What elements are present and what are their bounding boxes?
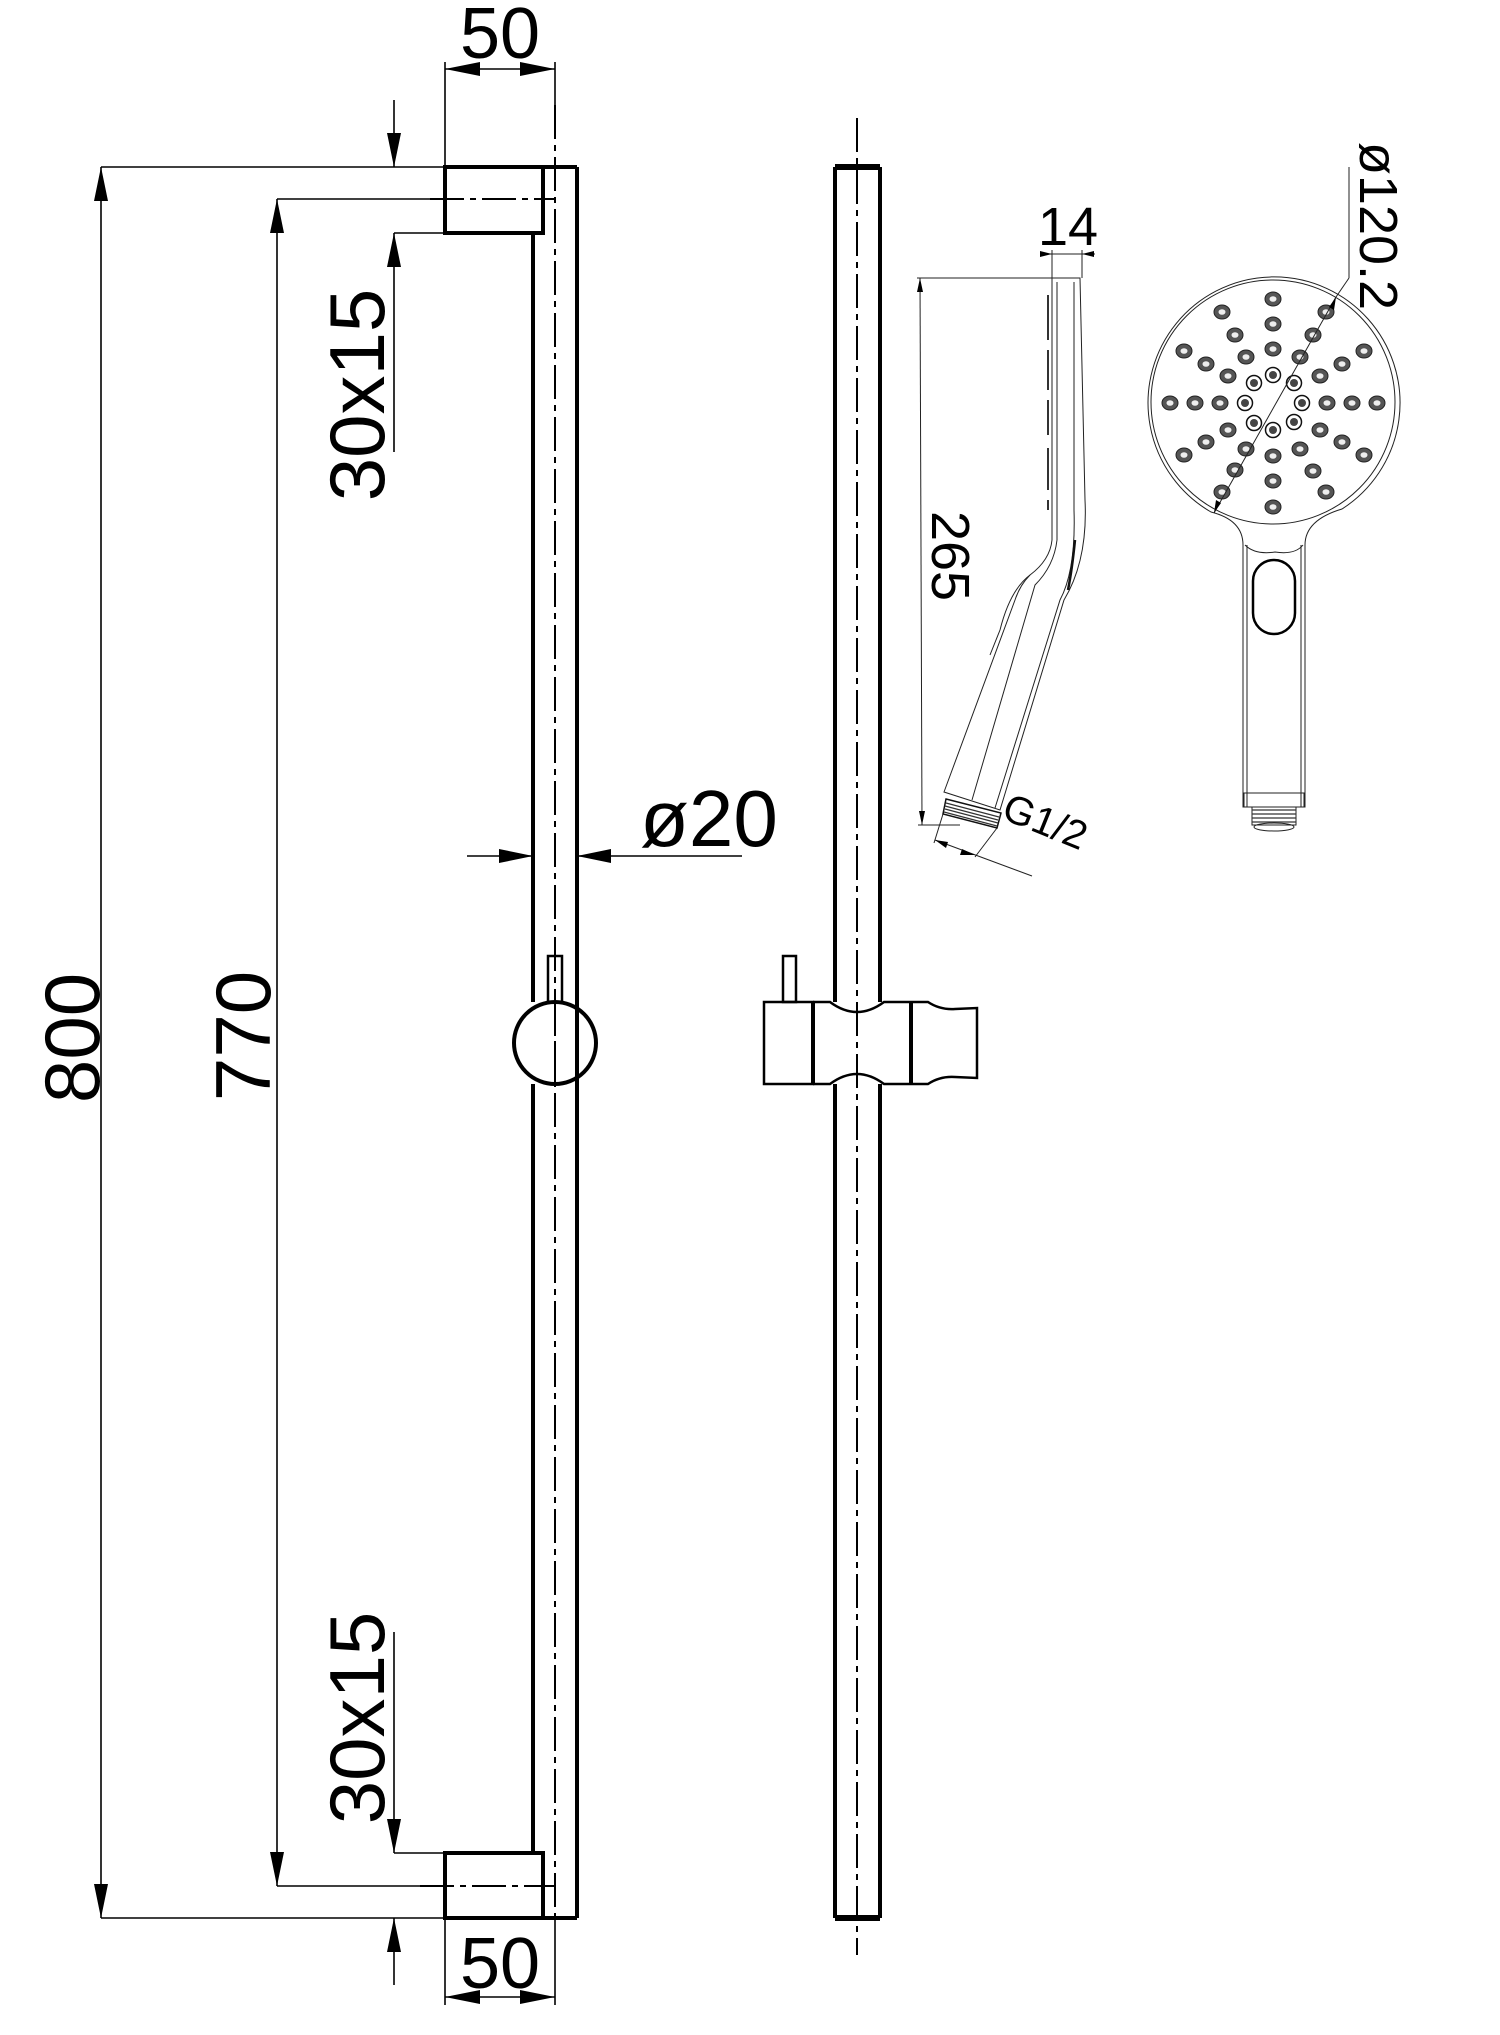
dim-rail-diameter: ø20 — [467, 774, 778, 863]
dim-770: 770 — [199, 198, 430, 1887]
dim-265: 265 — [917, 277, 1052, 826]
rail-front-view — [420, 105, 598, 1920]
handshower-side-view — [942, 277, 1086, 829]
dim-label-800: 800 — [28, 973, 116, 1103]
handshower-front-view — [1147, 276, 1401, 832]
dim-label-120-2: ø120.2 — [1348, 142, 1408, 310]
dim-label-bottom-30x15: 30x15 — [313, 1612, 401, 1825]
dim-top-50: 50 — [444, 0, 556, 167]
thread-connector — [942, 798, 1002, 829]
dim-label-20: ø20 — [640, 774, 778, 863]
dim-head-diameter: ø120.2 — [1213, 142, 1408, 514]
dim-bottom-50: 50 — [444, 1918, 556, 2005]
dim-800: 800 — [28, 166, 445, 1919]
dim-label-bottom-50: 50 — [460, 1924, 540, 2004]
dim-label-top-50: 50 — [460, 0, 540, 74]
dim-top-30x15: 30x15 — [313, 100, 445, 501]
dim-14: 14 — [1038, 197, 1098, 278]
dim-label-14: 14 — [1038, 197, 1098, 257]
dim-bottom-30x15: 30x15 — [313, 1612, 445, 1985]
slider-holder — [762, 954, 979, 1086]
dim-label-265: 265 — [920, 511, 980, 601]
dim-label-g1-2: G1/2 — [997, 786, 1094, 859]
dim-label-top-30x15: 30x15 — [313, 289, 401, 502]
spray-nozzles — [1161, 291, 1386, 515]
dim-label-770: 770 — [199, 971, 287, 1101]
mode-button — [1251, 558, 1297, 636]
rail-side-view — [762, 118, 979, 1955]
dim-thread: G1/2 — [933, 786, 1094, 877]
